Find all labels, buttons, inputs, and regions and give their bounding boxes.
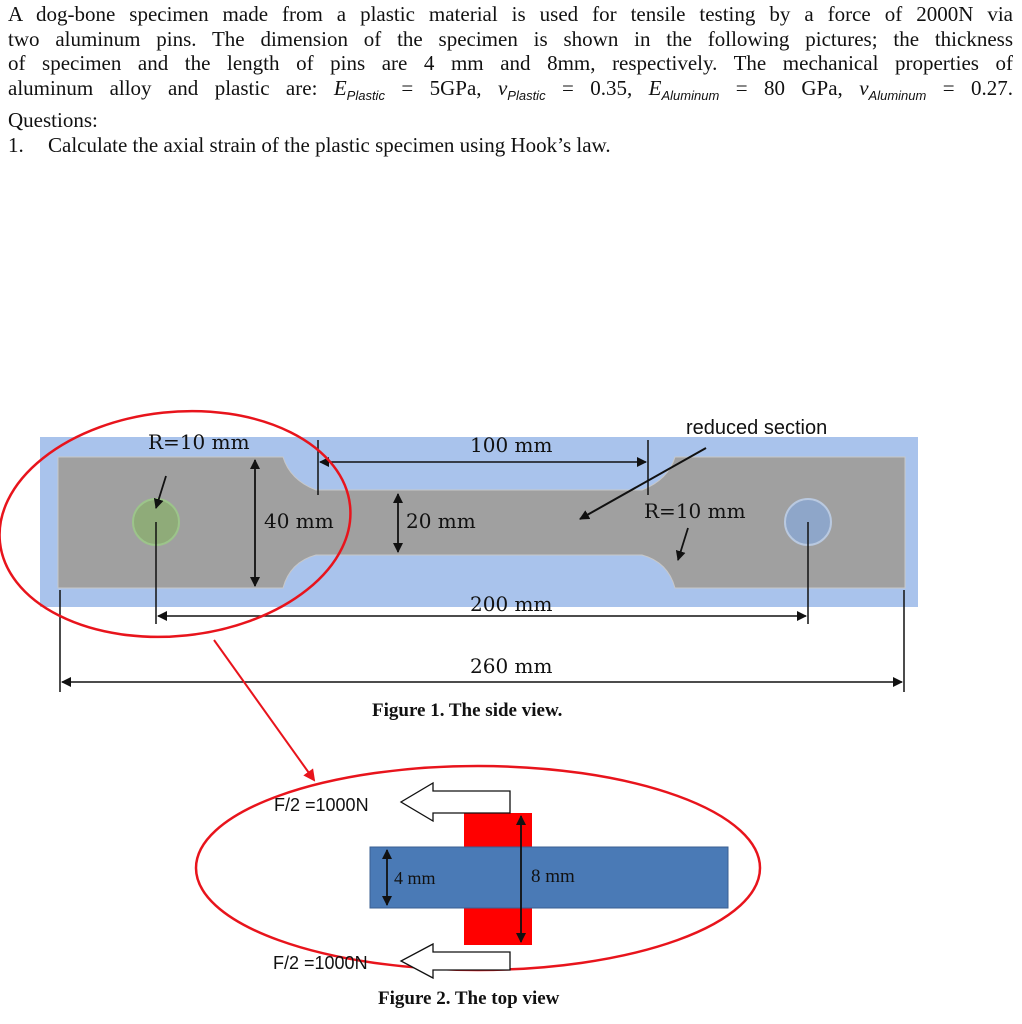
problem-line-3: of specimen and the length of pins are 4… xyxy=(8,51,1013,75)
label-260mm: 260 mm xyxy=(470,654,552,678)
question-1-text: Calculate the axial strain of the plasti… xyxy=(48,132,611,157)
figure-2-caption: Figure 2. The top view xyxy=(378,988,560,1009)
nu-plastic-subscript: Plastic xyxy=(507,87,546,103)
nu-plastic-symbol: ν xyxy=(497,75,508,100)
label-40mm: 40 mm xyxy=(264,509,334,533)
nu-aluminum-symbol: ν xyxy=(859,75,869,100)
properties-lead: aluminum alloy and plastic are: xyxy=(8,75,334,100)
label-force-bottom: F/2 =1000N xyxy=(273,953,368,973)
problem-line-1: A dog-bone specimen made from a plastic … xyxy=(8,2,1013,26)
highlight-pointer-arrow xyxy=(213,639,316,782)
problem-line-2: two aluminum pins. The dimension of the … xyxy=(8,26,1013,51)
e-plastic-value: = 5GPa, xyxy=(384,75,498,100)
label-4mm: 4 mm xyxy=(394,868,436,888)
dog-bone-specimen xyxy=(57,456,906,589)
figure-top-view: 4 mm 8 mm F/2 =1000N F/2 =1000N Figure 2… xyxy=(194,764,762,1009)
e-aluminum-symbol: E xyxy=(648,75,662,100)
r-left-leader xyxy=(153,475,167,509)
highlight-ellipse-left-end xyxy=(0,409,352,639)
label-100mm: 100 mm xyxy=(470,433,552,457)
nu-aluminum-subscript: Aluminum xyxy=(868,87,927,103)
label-20mm: 20 mm xyxy=(406,509,476,533)
properties-line: aluminum alloy and plastic are: EPlastic… xyxy=(8,76,1013,109)
reduced-section-leader xyxy=(579,447,707,520)
label-force-top: F/2 =1000N xyxy=(274,795,369,815)
r-right-leader xyxy=(675,527,689,561)
e-plastic-subscript: Plastic xyxy=(346,87,385,103)
e-plastic-symbol: E xyxy=(333,75,347,100)
force-arrow-top xyxy=(399,781,511,823)
nu-plastic-value: = 0.35, xyxy=(545,75,649,100)
label-reduced-section: reduced section xyxy=(686,417,827,439)
figure-side-view: 100 mm R=10 mm 40 mm 20 mm reduced secti… xyxy=(0,409,918,782)
label-8mm: 8 mm xyxy=(531,866,575,887)
label-r-right: R=10 mm xyxy=(644,499,746,523)
e-aluminum-subscript: Aluminum xyxy=(661,87,720,103)
force-arrow-bottom xyxy=(399,942,511,980)
plastic-specimen-top xyxy=(369,846,729,909)
question-1-number: 1. xyxy=(8,132,24,157)
problem-statement: A dog-bone specimen made from a plastic … xyxy=(8,2,1013,157)
nu-aluminum-value: = 0.27. xyxy=(926,75,1014,100)
label-200mm: 200 mm xyxy=(470,592,552,616)
questions-label: Questions: xyxy=(8,108,98,133)
question-1: 1. Calculate the axial strain of the plas… xyxy=(8,133,1013,158)
e-aluminum-value: = 80 GPa, xyxy=(719,75,860,100)
label-r-left: R=10 mm xyxy=(148,430,250,454)
figure-1-caption: Figure 1. The side view. xyxy=(372,700,562,721)
